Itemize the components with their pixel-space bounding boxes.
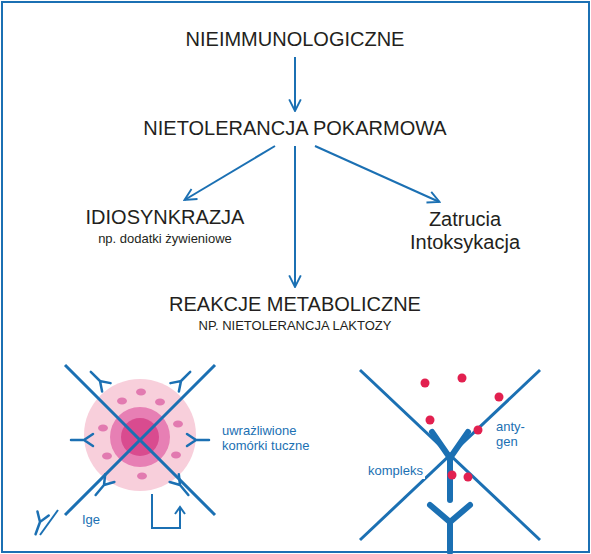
antigen-dots [421,374,504,482]
node-heading: REAKCJE METABOLICZNE [169,293,421,316]
node-heading: IDIOSYNKRAZJA [86,206,245,229]
bracket-arrow [152,494,185,528]
flow-arrow [184,146,275,200]
text-node: NIETOLERANCJA POKARMOWA [143,117,446,140]
illustration-label: uwrażliwione komórki tuczne [220,424,324,454]
cross-out [360,370,540,540]
node-heading: NIETOLERANCJA POKARMOWA [143,117,446,140]
cross-out [65,365,215,515]
text-node: REAKCJE METABOLICZNE NP. NIETOLERANCJA LA… [169,293,421,334]
illustration-label: Ige [80,513,102,528]
flow-arrow [315,146,440,202]
illustration-label: kompleks [366,464,425,479]
flow-arrow [294,57,296,111]
ige-antibody [30,368,209,537]
text-node: NIEIMMUNOLOGICZNE [186,28,405,51]
text-node: IDIOSYNKRAZJA np. dodatki żywieniowe [86,206,245,247]
node-subtext: NP. NIETOLERANCJA LAKTOZY [169,319,421,334]
node-heading: NIEIMMUNOLOGICZNE [186,28,405,51]
antibody [430,432,470,552]
flow-arrow [294,146,296,287]
text-node: Zatrucia Intoksykacja [405,208,525,254]
node-subtext: np. dodatki żywieniowe [86,232,245,247]
node-heading: Zatrucia Intoksykacja [405,208,525,254]
illustration-label: anty- gen [494,420,534,450]
